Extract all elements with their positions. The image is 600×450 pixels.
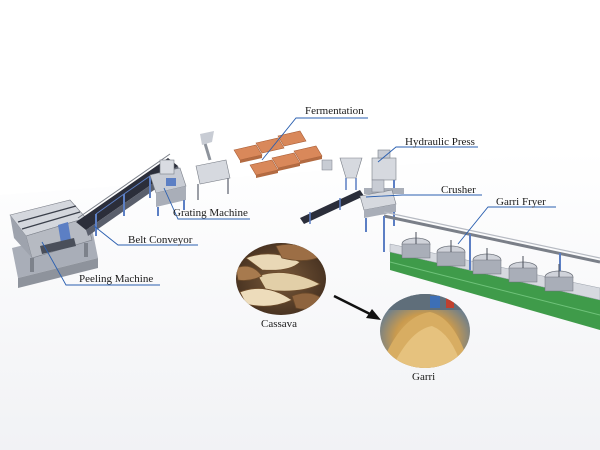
callout-peeling-machine [41, 241, 160, 286]
garri-photo [380, 294, 470, 368]
inclined-conveyor [300, 190, 364, 224]
callout-grating-machine [163, 187, 250, 220]
callout-crusher [365, 194, 482, 198]
label-crusher: Crusher [441, 184, 476, 196]
crusher [359, 179, 397, 232]
grating-machine [149, 159, 187, 216]
callout-hydraulic-press [377, 146, 478, 163]
callout-fermentation [261, 117, 368, 161]
screw-feeder [195, 131, 231, 200]
label-peeling-machine: Peeling Machine [79, 273, 154, 285]
caption-garri: Garri [412, 371, 436, 383]
cassava-photo [236, 243, 326, 315]
process-arrow [333, 294, 381, 320]
label-garri-fryer: Garri Fryer [496, 196, 546, 208]
garri-fryer-line [383, 211, 600, 330]
callout-garri-fryer [457, 206, 556, 245]
label-hydraulic-press: Hydraulic Press [405, 136, 475, 148]
fermentation-trays [233, 130, 323, 178]
callout-belt-conveyor [93, 225, 198, 246]
label-belt-conveyor: Belt Conveyor [128, 234, 193, 246]
caption-cassava: Cassava [261, 318, 298, 330]
label-fermentation: Fermentation [305, 105, 364, 117]
feed-hopper [321, 157, 363, 190]
callout-lines [41, 117, 556, 286]
label-grating-machine: Grating Machine [173, 207, 248, 219]
